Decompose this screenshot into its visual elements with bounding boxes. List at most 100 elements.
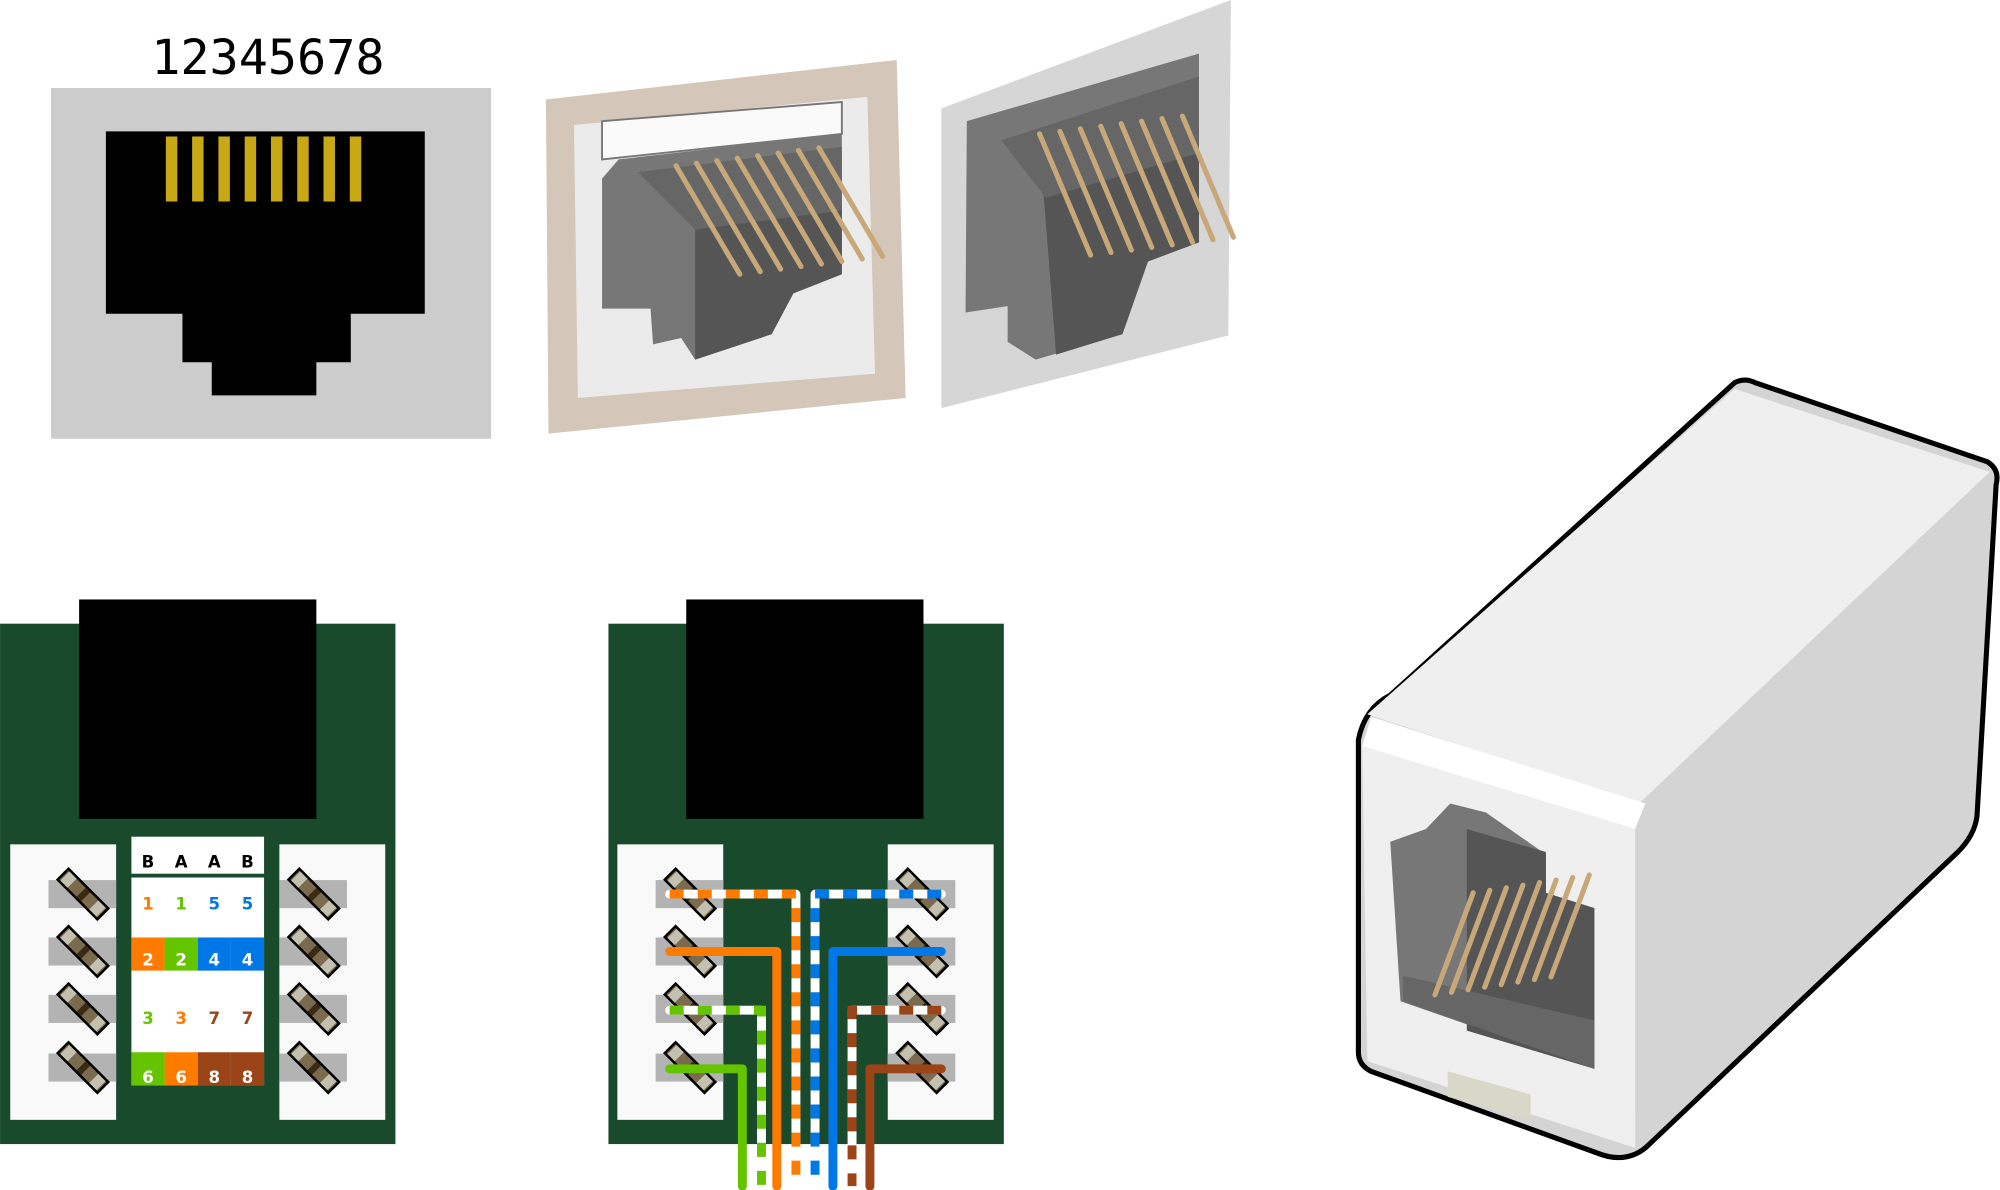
jack-pin [218,136,230,202]
jack-contact-wire [1077,126,1134,253]
idc-end [667,1045,684,1062]
idc-end [928,1015,945,1032]
idc-end [89,900,106,917]
jack-front-view: 12345678 [51,30,492,439]
table-cell-fill [230,1052,265,1086]
jack-contact-wire [1057,128,1114,256]
idc-end [899,928,916,946]
table-header: A [175,852,188,871]
idc-end [667,986,684,1003]
jack-pin [165,136,178,202]
jack-contact-wire [775,150,845,265]
jack-contact-wire [1036,131,1094,258]
jack-contact-wire [1179,113,1236,240]
idc-end [320,1073,337,1091]
table-cell: 2 [175,951,187,970]
idc-contact [286,1040,341,1095]
table-cell: 8 [209,1068,221,1087]
idc-end [696,1073,713,1091]
table-cell: 7 [242,1009,254,1028]
idc-contact [286,867,341,922]
idc-end [291,928,308,946]
wire-striped [669,889,801,1187]
punchdown-block-wired [608,599,1004,1190]
idc-end [320,900,337,917]
idc-contact [55,1040,111,1095]
idc-band [76,945,91,959]
jack-contact-wire [1465,885,1509,993]
jack-pin [323,136,335,202]
idc-end [291,1045,308,1062]
idc-end [928,957,945,975]
idc-end [320,957,337,975]
table-header: B [241,852,254,871]
wire-solid [665,947,782,1190]
table-cell: 7 [209,1009,221,1028]
table-cell: 1 [142,894,154,913]
table-cell-fill [197,1052,231,1086]
jack-pin [297,136,309,202]
idc-end [89,1015,106,1032]
jack-contact-wire [673,163,743,277]
table-cell: 6 [175,1068,187,1087]
idc-end [899,871,916,888]
idc-contact [286,981,341,1036]
idc-contact [55,924,111,979]
table-cell-fill [164,937,198,971]
table-cell: 4 [209,951,221,970]
idc-end [667,871,684,888]
table-cell-fill [230,937,265,971]
table-cell: 8 [242,1068,254,1087]
wire-solid [828,947,946,1190]
table-header: A [208,852,221,871]
table-cell: 3 [142,1009,154,1028]
idc-contact [55,981,111,1036]
jack-contact-wire [1448,887,1493,995]
idc-end [60,1045,77,1062]
jack-contact-wire [1498,880,1543,988]
rj45-coupler [1355,377,2000,1161]
table-cell: 6 [142,1068,154,1087]
jack-contact-wire [816,145,886,259]
wire-solid [865,1064,946,1190]
wire-striped [810,889,942,1187]
idc-end [89,1073,106,1091]
idc-band [307,1061,322,1075]
jack-contact-wire [1159,116,1216,243]
jack-contact-wire [1432,890,1476,998]
wire-solid [665,1064,747,1190]
idc-end [60,871,77,888]
idc-band [76,887,91,902]
idc-end [899,1045,916,1062]
idc-band [307,945,322,959]
table-cell: 5 [209,894,221,913]
idc-end [291,986,308,1003]
table-cell: 5 [242,894,254,913]
table-cell-fill [131,1052,165,1086]
jack-contact-wire [714,158,784,272]
idc-end [928,900,945,917]
idc-end [291,871,308,888]
table-header: B [142,852,155,871]
jack-contact-wire [1118,121,1175,248]
idc-contact [286,924,341,979]
idc-end [899,986,916,1003]
idc-band [76,1002,91,1017]
jack-contact-wire [1548,872,1592,980]
table-cell-fill [131,937,165,971]
jack-contact-wire [1482,882,1526,990]
idc-end [667,928,684,946]
jack-perspective-tan [545,59,906,434]
idc-end [89,957,106,975]
idc-end [696,1015,713,1032]
jack-contact-wire [755,153,824,267]
idc-end [928,1073,945,1091]
idc-band [76,1061,91,1075]
idc-end [696,900,713,917]
jack-contact-wire [1098,123,1155,250]
wire-striped [669,1005,766,1187]
idc-end [696,957,713,975]
jack-pin [244,136,257,202]
